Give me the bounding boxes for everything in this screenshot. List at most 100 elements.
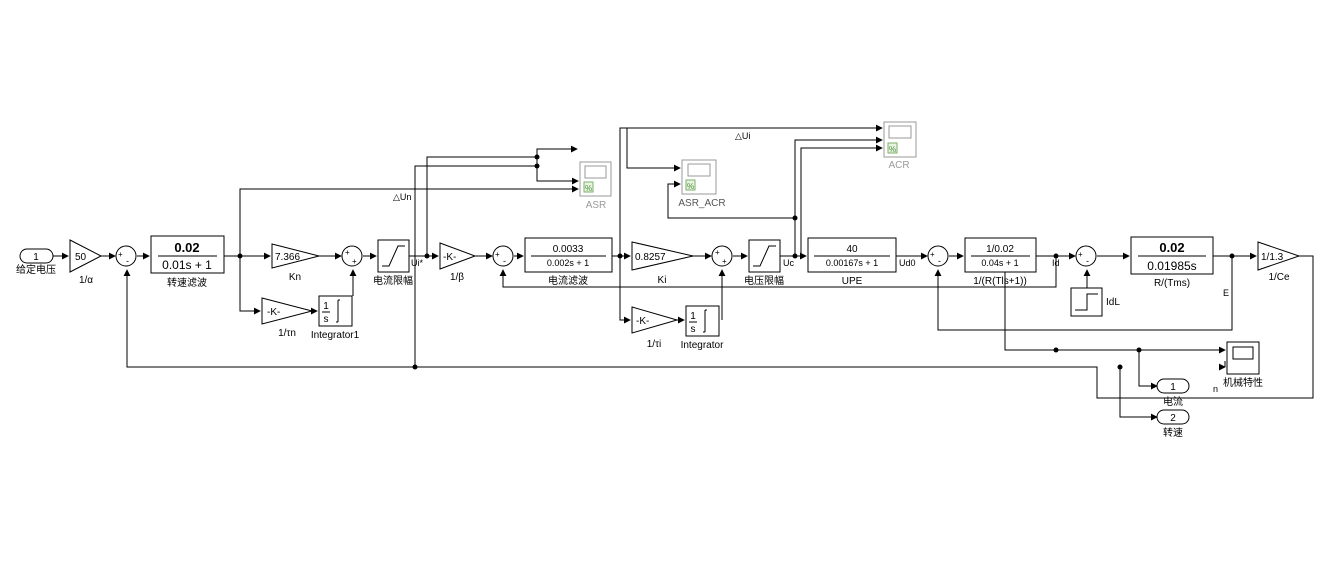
scope-mech-label: 机械特性 (1223, 376, 1263, 389)
sum-6-plus: + (1078, 250, 1083, 259)
gain-kn-block[interactable]: 7.366 Kn (271, 243, 320, 283)
tf-mechanical[interactable]: 0.02 0.01985s R/(Tms) (1130, 236, 1214, 289)
integrator-num: 1 (690, 311, 696, 322)
sum-4-plus-a: + (715, 248, 720, 257)
sum-2[interactable]: + + (341, 245, 363, 267)
integrator-den: s (691, 324, 696, 335)
integrator1-label: Integrator1 (311, 330, 360, 341)
gain-1-over-tn-block[interactable]: -K- 1/τn (261, 297, 314, 339)
sum-1[interactable]: + - (115, 245, 137, 267)
tf-current-filter-den: 0.002s + 1 (547, 258, 589, 268)
integrator1-den: s (324, 314, 329, 325)
tf-upe-den: 0.00167s + 1 (826, 258, 878, 268)
step-icon (1075, 293, 1098, 311)
outport-2[interactable]: 2 转速 (1156, 409, 1190, 439)
outport-1[interactable]: 1 电流 (1156, 378, 1190, 408)
step-idl-label: IdL (1106, 297, 1120, 308)
tf-current-filter-label: 电流滤波 (548, 274, 588, 287)
gain-1-over-ce-block[interactable]: 1/1.3 1/Ce (1257, 241, 1301, 283)
scope-acr-label: ACR (888, 160, 909, 171)
scope-asr-acr[interactable]: % ASR_ACR (678, 159, 726, 209)
scope-screen-icon (584, 165, 607, 179)
saturation-icon (382, 245, 405, 267)
sum-5-plus: + (930, 250, 935, 259)
tf-speed-filter-den: 0.01s + 1 (162, 258, 212, 272)
sum-2-plus-a: + (345, 248, 350, 257)
gain-1-over-tn-label: 1/τn (278, 328, 296, 339)
tf-speed-filter[interactable]: 0.02 0.01s + 1 转速滤波 (150, 235, 225, 289)
signal-ui-star: Ui* (411, 258, 423, 268)
signal-delta-ui: △Ui (735, 131, 750, 141)
gain-1-over-ti-value: -K- (636, 316, 649, 327)
scope-asr[interactable]: % ASR (579, 161, 612, 211)
scope-acr[interactable]: % ACR (883, 121, 917, 171)
scope-asr-label: ASR (586, 200, 607, 211)
gain-50-label: 1/α (79, 275, 93, 286)
saturation-icon (753, 245, 776, 267)
gain-50-value: 50 (75, 252, 87, 263)
sum-3-plus: + (495, 250, 500, 259)
integrator-label: Integrator (681, 340, 724, 351)
tf-current-filter[interactable]: 0.0033 0.002s + 1 电流滤波 (524, 237, 613, 287)
gain-ki-label: Ki (658, 275, 667, 286)
tf-upe[interactable]: 40 0.00167s + 1 UPE (807, 237, 897, 287)
scope-mech[interactable]: 机械特性 (1223, 341, 1263, 389)
inport-1-label: 给定电压 (16, 263, 56, 276)
integral-icon (703, 309, 707, 333)
integrator1-block[interactable]: 1 s Integrator1 (311, 295, 360, 341)
tf-current-filter-num: 0.0033 (553, 244, 584, 255)
sum-6[interactable]: + - (1075, 245, 1097, 267)
signal-e: E (1223, 288, 1229, 298)
tf-armature[interactable]: 1/0.02 0.04s + 1 1/(R(Tls+1)) (964, 237, 1037, 287)
inport-1-number: 1 (33, 252, 39, 263)
gain-1-over-ti-block[interactable]: -K- 1/τi (631, 306, 679, 350)
sum-1-minus: - (126, 256, 129, 266)
saturation-voltage-limit[interactable]: 电压限幅 (744, 239, 784, 287)
gain-50-block[interactable]: 50 1/α (69, 239, 103, 286)
gain-1-over-beta-block[interactable]: -K- 1/β (439, 242, 477, 283)
outport-2-label: 转速 (1163, 426, 1183, 439)
gain-kn-value: 7.366 (275, 252, 300, 263)
scope-asr-acr-label: ASR_ACR (678, 198, 725, 209)
saturation-current-limit[interactable]: 电流限幅 (373, 239, 413, 287)
sum-5-minus: - (938, 256, 941, 266)
tf-upe-num: 40 (846, 244, 858, 255)
sum-4[interactable]: + + (711, 245, 733, 267)
sum-1-plus: + (118, 250, 123, 259)
current-limit-label: 电流限幅 (373, 274, 413, 287)
scope-screen-icon (1232, 346, 1254, 360)
tf-mechanical-den: 0.01985s (1147, 259, 1196, 273)
percent-icon: % (585, 184, 592, 193)
gain-1-over-beta-label: 1/β (450, 272, 464, 283)
inport-1[interactable]: 1 给定电压 (16, 248, 56, 276)
gain-1-over-beta-value: -K- (443, 252, 456, 263)
scope-screen-icon (888, 125, 912, 139)
outport-1-label: 电流 (1163, 395, 1183, 408)
gain-ki-value: 0.8257 (635, 252, 666, 263)
sum-4-plus-b: + (722, 257, 727, 266)
voltage-limit-label: 电压限幅 (744, 274, 784, 287)
tf-speed-filter-num: 0.02 (174, 240, 199, 255)
tf-mechanical-num: 0.02 (1159, 240, 1184, 255)
sum-3[interactable]: + - (492, 245, 514, 267)
sum-2-plus-b: + (352, 257, 357, 266)
sum-3-minus: - (503, 256, 506, 266)
integrator-block[interactable]: 1 s Integrator (681, 305, 724, 351)
sum-5[interactable]: + - (927, 245, 949, 267)
gain-ki-block[interactable]: 0.8257 Ki (631, 241, 694, 286)
gain-1-over-ce-value: 1/1.3 (1261, 252, 1284, 263)
scope-screen-icon (687, 163, 711, 177)
gain-1-over-ti-label: 1/τi (647, 339, 662, 350)
step-idl-block[interactable]: IdL (1070, 287, 1120, 317)
integrator1-num: 1 (323, 301, 329, 312)
signal-id: Id (1052, 258, 1060, 268)
gain-kn-label: Kn (289, 272, 301, 283)
signal-n: n (1213, 384, 1218, 394)
tf-mechanical-label: R/(Tms) (1154, 278, 1190, 289)
tf-speed-filter-label: 转速滤波 (167, 276, 207, 289)
tf-armature-den: 0.04s + 1 (981, 258, 1018, 268)
percent-icon: % (687, 182, 694, 191)
sum-6-minus: - (1086, 256, 1089, 266)
tf-upe-label: UPE (842, 276, 863, 287)
signal-ud0: Ud0 (899, 258, 916, 268)
